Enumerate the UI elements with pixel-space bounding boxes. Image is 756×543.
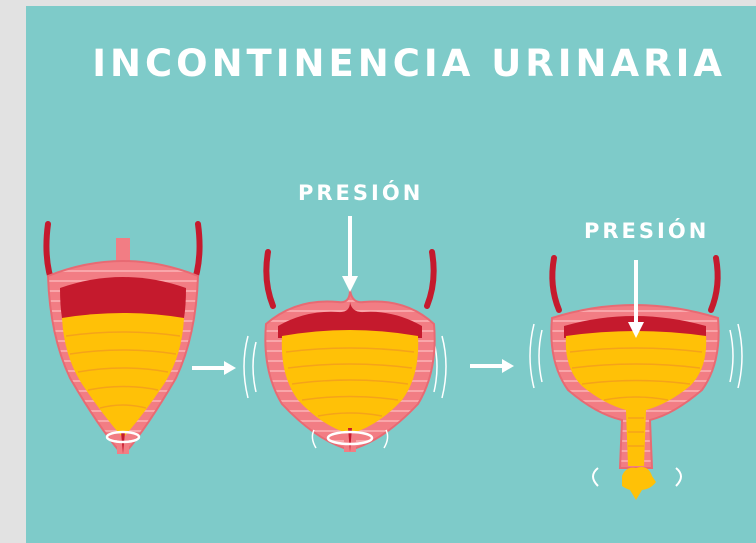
detrusor-muscle xyxy=(278,302,422,338)
bladder-diagram xyxy=(43,216,743,500)
arrow-right-icon xyxy=(192,361,236,375)
pressure-label-stage-2: PRESIÓN xyxy=(298,181,424,205)
arrow-down-icon xyxy=(342,216,358,292)
urine-lines xyxy=(285,347,415,417)
arrow-down-icon xyxy=(628,260,644,338)
page-title: INCONTINENCIA URINARIA xyxy=(92,42,726,85)
ureter-left xyxy=(263,249,276,309)
bladder-normal xyxy=(43,221,203,454)
bladder-leak xyxy=(529,255,743,500)
urine xyxy=(281,330,419,434)
motion-lines-icon xyxy=(529,323,743,389)
ureter-right xyxy=(708,255,721,313)
urine-lines xyxy=(569,347,703,447)
urine xyxy=(62,313,184,438)
ureter-right xyxy=(424,249,437,309)
bladder-pressure xyxy=(243,249,447,452)
ureter-left xyxy=(549,255,562,313)
pressure-label-stage-3: PRESIÓN xyxy=(584,219,710,243)
infographic: INCONTINENCIA URINARIA PRESIÓN PRESIÓN xyxy=(26,6,756,543)
sphincter-ring xyxy=(326,430,374,446)
sphincter-ring xyxy=(105,430,141,444)
bladder-top-neck xyxy=(116,238,130,262)
urine-drop-icon xyxy=(622,467,656,491)
detrusor-muscle xyxy=(60,277,186,318)
urine-lines xyxy=(65,331,181,409)
arrow-right-icon xyxy=(470,359,514,373)
